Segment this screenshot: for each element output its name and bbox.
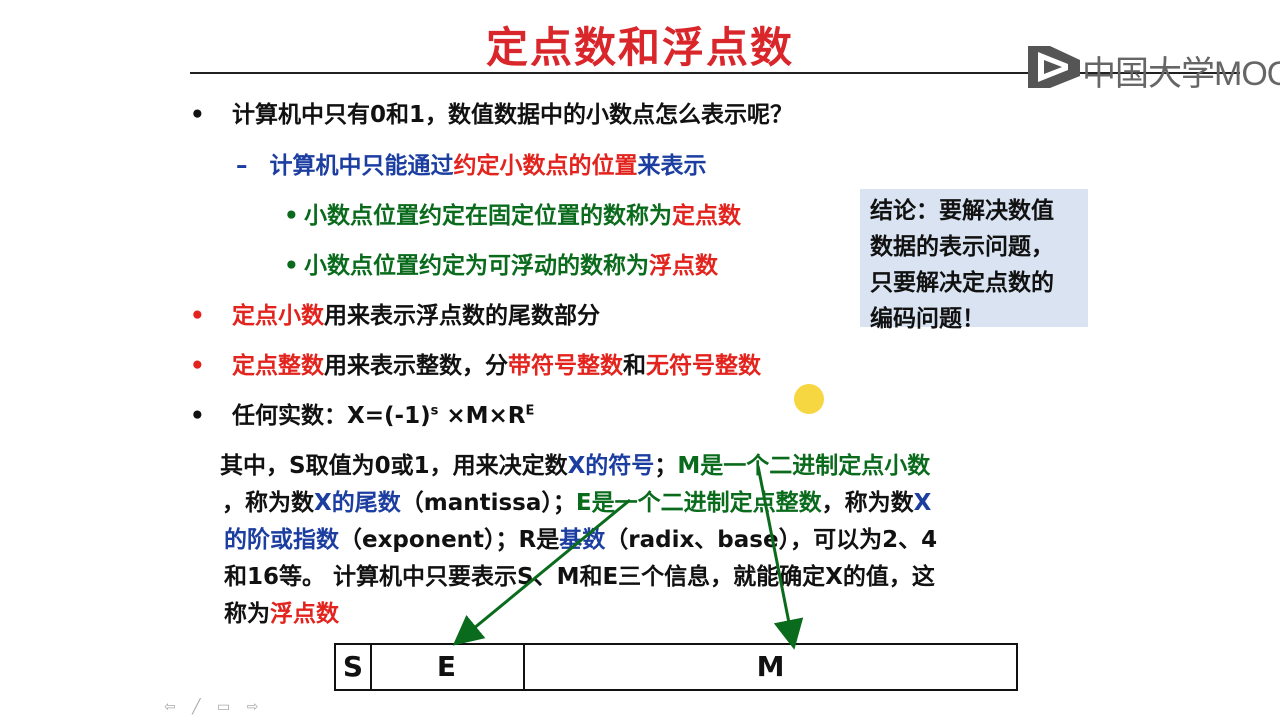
- paragraph-line-5: 称为浮点数: [224, 594, 339, 628]
- fixed-integer-text: 用来表示整数，分: [324, 353, 509, 379]
- para-text: ，称为数: [222, 490, 314, 516]
- paragraph-line-4: 和16等。 计算机中只要表示S、M和E三个信息，就能确定X的值，这: [224, 564, 935, 590]
- para-term-exponent: 的阶或指数: [224, 527, 339, 553]
- fixed-fraction-term: 定点小数: [232, 303, 325, 329]
- arrow-to-exponent-field: [452, 498, 631, 646]
- note-line: 数据的表示问题，: [870, 234, 1054, 260]
- para-term-floating-point: 浮点数: [270, 601, 339, 627]
- bullet-dot: •: [190, 403, 205, 429]
- formula-text-1: 任何实数：X=(-1): [232, 403, 431, 429]
- floating-point-term: 浮点数: [649, 253, 718, 279]
- note-line: 结论：要解决数值: [870, 198, 1054, 224]
- formula-radix-exponent: E: [525, 403, 535, 419]
- bullet-text: 计算机中只有0和1，数值数据中的小数点怎么表示呢？: [232, 102, 794, 128]
- fixed-point-term: 定点数: [672, 203, 741, 229]
- sub-sub-bullet-floating-point: •小数点位置约定为可浮动的数称为浮点数: [284, 246, 718, 280]
- conjunction: 和: [623, 353, 647, 379]
- para-term-mantissa: X的尾数: [314, 490, 401, 516]
- signed-integer-term: 带符号整数: [508, 353, 624, 379]
- bullet-dot: •: [190, 102, 205, 128]
- floating-point-text: 小数点位置约定为可浮动的数称为: [304, 253, 649, 279]
- mooc-logo-icon: [1028, 46, 1080, 88]
- conclusion-note: 结论：要解决数值 数据的表示问题， 只要解决定点数的 编码问题！: [860, 189, 1088, 332]
- note-line: 只要解决定点数的: [870, 270, 1054, 296]
- formula-text-2: ×M×R: [438, 403, 526, 429]
- para-term-mantissa-def: M是一个二进制定点小数: [677, 453, 931, 479]
- title-underline: [190, 72, 1240, 74]
- bullet-fixed-fraction: • 定点小数用来表示浮点数的尾数部分: [190, 296, 600, 330]
- cursor-highlight: [794, 384, 824, 414]
- formula-sign-exponent: s: [430, 403, 439, 419]
- sub-bullet-text-1: 计算机中只能通过: [269, 153, 454, 179]
- fixed-integer-term: 定点整数: [232, 353, 325, 379]
- fixed-point-text: 小数点位置约定在固定位置的数称为: [304, 203, 672, 229]
- sub-bullet-emphasis: 约定小数点的位置: [453, 153, 638, 179]
- bullet-dot: •: [190, 353, 205, 379]
- arrow-to-mantissa-field: [756, 465, 804, 650]
- paragraph-line-1: 其中，S取值为0或1，用来决定数X的符号；M是一个二进制定点小数: [220, 446, 930, 480]
- exponent-field: E: [370, 645, 525, 689]
- unsigned-integer-term: 无符号整数: [646, 353, 762, 379]
- fixed-fraction-text: 用来表示浮点数的尾数部分: [324, 303, 601, 329]
- paragraph-line-2: ，称为数X的尾数（mantissa）；E是一个二进制定点整数，称为数X: [222, 483, 931, 517]
- slide-nav-controls[interactable]: ⇦ ╱ ▭ ⇨: [164, 699, 265, 715]
- slide-title: 定点数和浮点数: [485, 23, 794, 72]
- bullet-binary-question: • 计算机中只有0和1，数值数据中的小数点怎么表示呢？: [190, 95, 793, 129]
- bullet-dot: •: [284, 253, 299, 279]
- bullet-dot: •: [190, 303, 205, 329]
- float-format-diagram: S E M: [334, 643, 1018, 691]
- para-text: ，称为数: [821, 490, 914, 516]
- para-term-sign: X的符号: [567, 453, 655, 479]
- para-term-x: X: [913, 490, 932, 516]
- para-text: （exponent）；R是: [339, 527, 560, 553]
- para-text: 称为: [224, 601, 270, 627]
- note-line: 编码问题！: [870, 306, 985, 332]
- para-text: 其中，S取值为0或1，用来决定数: [220, 453, 568, 479]
- bullet-fixed-integer: • 定点整数用来表示整数，分带符号整数和无符号整数: [190, 346, 761, 380]
- sign-field: S: [336, 645, 372, 689]
- bullet-real-number-formula: • 任何实数：X=(-1)s ×M×RE: [190, 396, 534, 430]
- sub-sub-bullet-fixed-point: •小数点位置约定在固定位置的数称为定点数: [284, 196, 741, 230]
- mooc-logo: 中国大学MOOC: [1028, 44, 1280, 93]
- bullet-dot: •: [284, 203, 299, 229]
- sub-bullet-decimal-point: – 计算机中只能通过约定小数点的位置来表示: [236, 146, 707, 180]
- para-text: （mantissa）；: [400, 490, 576, 516]
- para-text: ；: [654, 453, 678, 479]
- mooc-logo-text: 中国大学MOOC: [1082, 55, 1280, 93]
- sub-bullet-text-2: 来表示: [637, 153, 707, 179]
- dash-marker: –: [236, 153, 248, 179]
- mantissa-field: M: [756, 650, 785, 683]
